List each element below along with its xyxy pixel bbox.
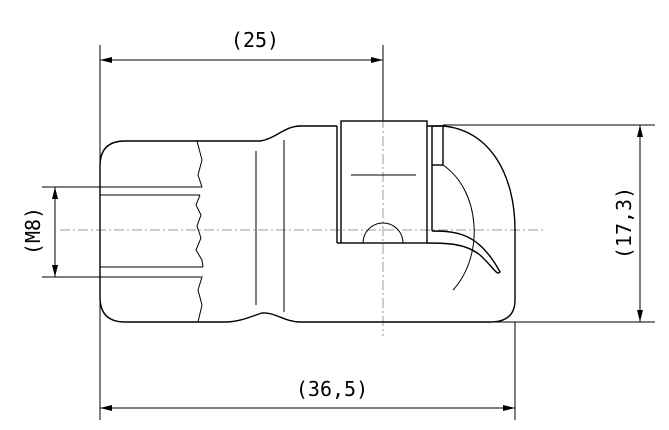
spring-tongue [426,230,501,274]
clip-block [340,120,428,244]
spring-arc [442,164,475,291]
dimension-thread: (M8) [21,207,45,255]
dimension-height: (17,3) [612,187,636,259]
knurl-bottom [99,276,203,323]
latch-tab [431,125,444,166]
dimension-clip-position: (25) [231,28,279,52]
body-outline [99,125,516,323]
bore-break-line [195,194,204,268]
dimension-overall-length: (36,5) [296,377,368,401]
knurl-top [99,140,203,188]
detent-bump [362,222,404,244]
